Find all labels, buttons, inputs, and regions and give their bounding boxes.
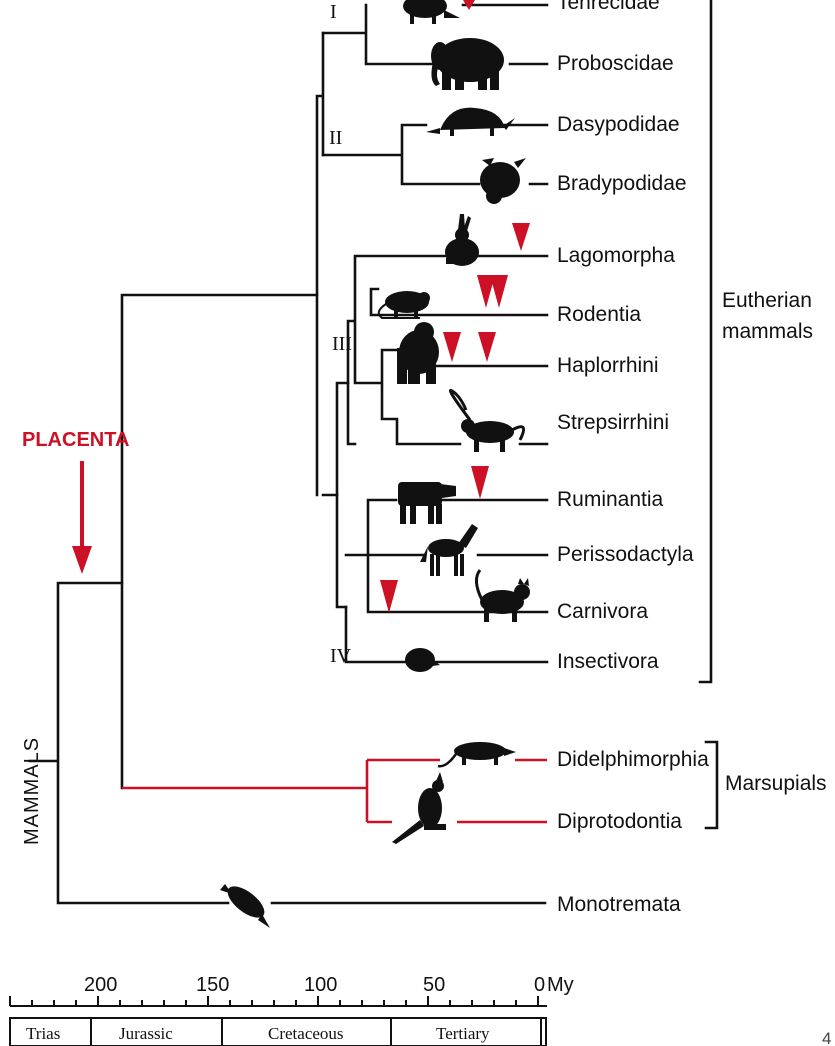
clade-III-IV-junction — [337, 383, 348, 607]
clade-label-III: III — [332, 333, 352, 355]
label-strepsirrhini: Strepsirrhini — [557, 411, 669, 434]
taxon-labels: Tenrecidae Proboscidae Dasypodidae Brady… — [557, 0, 709, 916]
opossum-silhouette-icon — [438, 742, 516, 766]
eutherian-bracket — [700, 0, 711, 682]
placenta-label: PLACENTA — [22, 429, 129, 451]
label-proboscidae: Proboscidae — [557, 52, 674, 75]
label-didelphimorphia: Didelphimorphia — [557, 748, 709, 771]
label-lagomorpha: Lagomorpha — [557, 244, 675, 267]
minor-ticks — [10, 996, 538, 1006]
tick-label-0: 0 — [534, 974, 545, 996]
clade-III-branches — [348, 256, 547, 444]
time-unit-label: My — [547, 974, 574, 996]
time-scale-axis: 200 150 100 50 0 My — [10, 974, 574, 1046]
lemur-silhouette-icon — [450, 390, 523, 452]
period-jurassic: Jurassic — [119, 1024, 173, 1043]
tick-label-50: 50 — [423, 974, 445, 996]
label-ruminantia: Ruminantia — [557, 488, 664, 511]
red-triangle-marker-icon — [443, 332, 461, 362]
label-bradypodidae: Bradypodidae — [557, 172, 687, 195]
root-branch — [30, 583, 545, 903]
period-cretaceous: Cretaceous — [268, 1024, 344, 1043]
tick-label-200: 200 — [84, 974, 117, 996]
clade-label-IV: IV — [330, 645, 352, 667]
horse-silhouette-icon — [420, 524, 478, 576]
eutherian-label-line2: mammals — [722, 320, 813, 343]
cow-silhouette-icon — [398, 482, 456, 524]
label-rodentia: Rodentia — [557, 303, 641, 326]
red-triangle-marker-icon — [380, 580, 398, 613]
gorilla-silhouette-icon — [397, 322, 439, 384]
marsupial-branches — [122, 760, 547, 822]
label-perissodactyla: Perissodactyla — [557, 543, 694, 566]
mammals-label: MAMMALS — [21, 737, 43, 845]
sloth-silhouette-icon — [480, 158, 526, 204]
period-tertiary: Tertiary — [436, 1024, 490, 1043]
red-triangle-marker-icon — [478, 332, 496, 362]
label-carnivora: Carnivora — [557, 600, 648, 623]
eutherian-label-line1: Eutherian — [722, 289, 812, 312]
tick-label-100: 100 — [304, 974, 337, 996]
period-trias: Trias — [26, 1024, 60, 1043]
kangaroo-silhouette-icon — [392, 772, 446, 844]
eutherian-spine — [317, 33, 337, 495]
clade-IV-branches — [346, 500, 547, 662]
rabbit-silhouette-icon — [445, 214, 479, 266]
tenrec-silhouette-icon — [403, 0, 460, 24]
label-haplorrhini: Haplorrhini — [557, 354, 659, 377]
red-triangle-marker-icon — [512, 223, 530, 251]
placenta-arrow-icon — [72, 461, 92, 574]
cat-silhouette-icon — [476, 570, 530, 622]
placental-trunk — [122, 295, 317, 788]
corner-mark: 4 — [822, 1029, 831, 1046]
hedgehog-silhouette-icon — [405, 648, 440, 672]
label-tenrecidae: Tenrecidae — [557, 0, 660, 14]
time-ticks: 200 150 100 50 0 My — [84, 974, 574, 996]
elephant-silhouette-icon — [431, 38, 504, 90]
label-diprotodontia: Diprotodontia — [557, 810, 682, 833]
red-triangle-marker-icon — [490, 275, 508, 308]
label-insectivora: Insectivora — [557, 650, 659, 673]
marsupials-label: Marsupials — [725, 772, 827, 795]
label-dasypodidae: Dasypodidae — [557, 113, 680, 136]
clade-label-I: I — [330, 1, 337, 23]
red-triangle-marker-icon — [471, 466, 489, 499]
tick-label-150: 150 — [196, 974, 229, 996]
armadillo-silhouette-icon — [426, 108, 515, 136]
label-monotremata: Monotremata — [557, 893, 681, 916]
clade-label-II: II — [329, 127, 342, 149]
clade-numerals: I II III IV — [329, 1, 352, 667]
